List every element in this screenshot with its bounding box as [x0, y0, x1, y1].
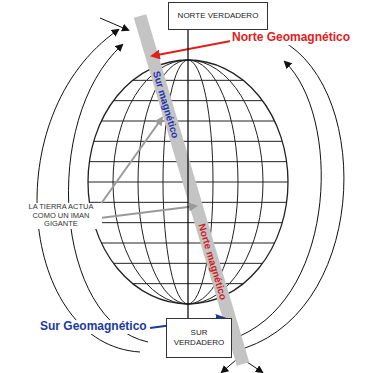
pole-label: SUR VERDADERO: [167, 328, 231, 348]
magnet-bar: [140, 16, 243, 364]
pointer-arrow: [98, 118, 162, 208]
pointer-arrow: [100, 206, 196, 218]
pole-box: SUR VERDADERO: [166, 318, 232, 358]
pole-label: NORTE VERDADERO: [178, 11, 259, 21]
pole-box: NORTE VERDADERO: [168, 2, 268, 30]
north-geomagnetic-label: Norte Geomagnético: [230, 31, 352, 45]
note-text: LA TIERRA ACTUA COMO UN IMAN GIGANTE: [20, 203, 102, 229]
north-pointer: [152, 40, 236, 56]
true-axis-line: [187, 30, 188, 318]
south-geomagnetic-label: Sur Geomagnético: [38, 320, 149, 334]
